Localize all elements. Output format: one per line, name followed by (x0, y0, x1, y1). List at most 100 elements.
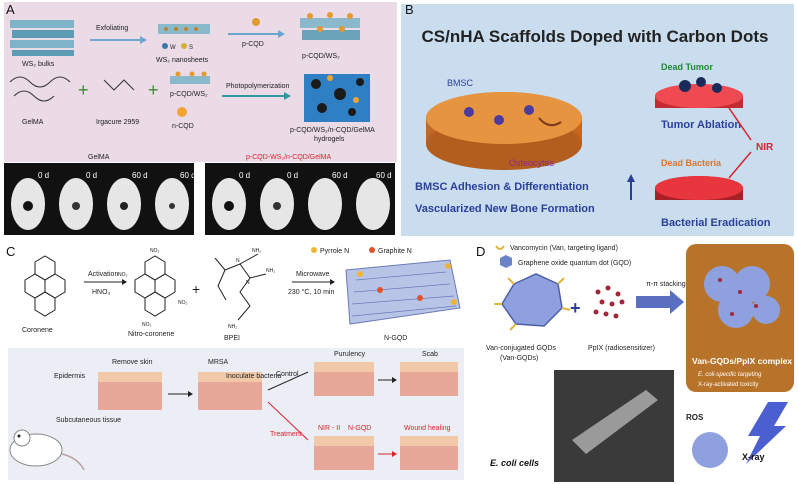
vancomycin-icon (495, 245, 505, 250)
no2-label-left: NO₂ (118, 272, 128, 278)
skin-block-2 (198, 372, 262, 410)
n-label-1: N (236, 258, 240, 264)
no2-label-top: NO₂ (150, 248, 160, 254)
remove-skin-label: Remove skin (112, 359, 153, 366)
panel-d-label: D (476, 244, 486, 259)
stacking-arrow (636, 290, 684, 314)
nitro-coronene-label: Nitro-coronene (128, 331, 174, 338)
ws2-bulk-image (10, 20, 74, 56)
plus-sign-1: + (78, 80, 89, 100)
photo-label-7: 60 d (332, 171, 348, 180)
treatment-label: Treatment (270, 431, 302, 438)
panel-a: WS₂ bulks Exfoliating W S WS₂ nanosheets… (0, 0, 399, 240)
p-cqd-ws2-small-image (170, 71, 210, 84)
mouse-image (9, 429, 85, 471)
photo-label-6: 0 d (287, 171, 298, 180)
xray-label: X-ray (742, 452, 765, 462)
bpei-structure (214, 253, 267, 321)
subcutaneous-label: Subcutaneous tissue (56, 417, 121, 424)
panel-a-label: A (6, 2, 15, 17)
microwave-condition-label: 230 °C, 10 min (288, 288, 334, 296)
panel-b-figure: CS/nHA Scaffolds Doped with Carbon Dots … (401, 4, 794, 236)
tumor-ablation-label: Tumor Ablation (661, 119, 741, 131)
panel-d: Vancomycin (Van, targeting ligand) Graph… (470, 240, 798, 484)
hydrogel-label: p-CQD/WS₂/n-CQD/GelMA (290, 127, 375, 134)
plus-sign-c: + (192, 281, 200, 297)
xray-bolt-icon (746, 402, 788, 464)
dead-tumor-label: Dead Tumor (661, 62, 713, 72)
photo-label-1: 0 d (38, 171, 49, 180)
activation-label: Activation (88, 271, 118, 278)
pyrrole-n-dot (311, 247, 317, 253)
no2-label-bottom: NO₂ (142, 322, 152, 328)
scab-label: Scab (422, 351, 438, 358)
photo-label-5: 0 d (239, 171, 250, 180)
coronene-label: Coronene (22, 327, 53, 334)
ws2-bulks-label: WS₂ bulks (22, 61, 55, 68)
bone-formation-text: Vascularized New Bone Formation (415, 203, 595, 215)
gqd-legend: Graphene oxide quantum dot (GQD) (518, 260, 631, 267)
ppix-label: PpIX (radiosensitizer) (588, 345, 655, 352)
n-gqd-treatment-label: N-GQD (348, 425, 371, 432)
gqd-legend-icon (500, 255, 512, 268)
ppix-dots (593, 285, 625, 319)
gelma-label: GelMA (22, 119, 44, 126)
n-label-2: N (246, 280, 250, 286)
skin-block-1 (98, 372, 162, 410)
vancomycin-legend: Vancomycin (Van, targeting ligand) (510, 245, 618, 252)
panel-d-figure: Vancomycin (Van, targeting ligand) Graph… (470, 240, 798, 484)
scaffold-disc-image (426, 92, 582, 170)
control-label: Control (276, 371, 299, 378)
microwave-label: Microwave (296, 271, 330, 278)
van-gqd-shape (501, 273, 563, 327)
s-atom-label: S (189, 45, 193, 51)
wound-model-background (8, 348, 464, 480)
skin-block-6 (400, 436, 458, 470)
w-atom-label: W (170, 45, 176, 51)
bmsc-adhesion-text: BMSC Adhesion & Differentiation (415, 181, 589, 193)
irgacure-label: Irgacure 2959 (96, 119, 139, 126)
dead-bacteria-label: Dead Bacteria (661, 158, 722, 168)
ros-label: ROS (686, 413, 704, 422)
panel-c-figure: Coronene Activation HNO₃ NO₂ NO₂ NO₂ NO₂… (0, 240, 470, 484)
photo-label-8: 60 d (376, 171, 392, 180)
group-gelma-label: GelMA (88, 154, 110, 161)
ros-particle (692, 432, 728, 468)
bullet-targeting: E. coli-specific targeting (698, 372, 762, 378)
photo-label-4: 60 d (180, 171, 196, 180)
p-cqd-ws2-label: p-CQD/WS₂ (302, 53, 340, 60)
bullet-xray: X-ray-activated toxicity (698, 382, 758, 388)
van-gqds-label-2: (Van-GQDs) (500, 355, 538, 362)
purulency-label: Purulency (334, 351, 366, 358)
wound-healing-label: Wound healing (404, 425, 451, 432)
hydrogel-label-2: hydrogels (314, 136, 345, 143)
bacterial-eradication-label: Bacterial Eradication (661, 217, 771, 229)
up-arrow-icon (627, 174, 635, 182)
bmsc-label: BMSC (447, 78, 474, 88)
exfoliating-label: Exfoliating (96, 25, 128, 32)
photo-label-2: 0 d (86, 171, 97, 180)
osteocytes-label: Osteocytes (509, 158, 555, 168)
complex-cluster (704, 266, 780, 328)
p-cqd-dot-icon (252, 18, 260, 26)
n-gqd-sheet (345, 259, 461, 325)
inoculate-label: Inoculate bacteria (226, 373, 281, 380)
bacterium-shape (572, 390, 658, 454)
pyrrole-n-label: Pyrrole N (320, 248, 349, 255)
n-cqd-dot-icon (177, 107, 187, 117)
ecoli-label: E. coli cells (490, 458, 539, 468)
tumor-disc-image (655, 77, 743, 108)
photo-label-3: 60 d (132, 171, 148, 180)
nh2-label-1: NH₂ (252, 248, 261, 254)
van-gqds-label: Van-conjugated GQDs (486, 345, 556, 352)
mrsa-label: MRSA (208, 359, 229, 366)
panel-c-label: C (6, 244, 16, 259)
graphite-n-dot (369, 247, 375, 253)
panel-a-figure: WS₂ bulks Exfoliating W S WS₂ nanosheets… (0, 0, 399, 240)
plus-sign-2: + (148, 80, 159, 100)
panel-b-title: CS/nHA Scaffolds Doped with Carbon Dots (422, 27, 769, 46)
nir-label: NIR (756, 142, 774, 153)
nh2-label-3: NH₂ (228, 324, 237, 330)
panel-b-label: B (405, 2, 414, 17)
n-gqd-label: N-GQD (384, 335, 407, 342)
